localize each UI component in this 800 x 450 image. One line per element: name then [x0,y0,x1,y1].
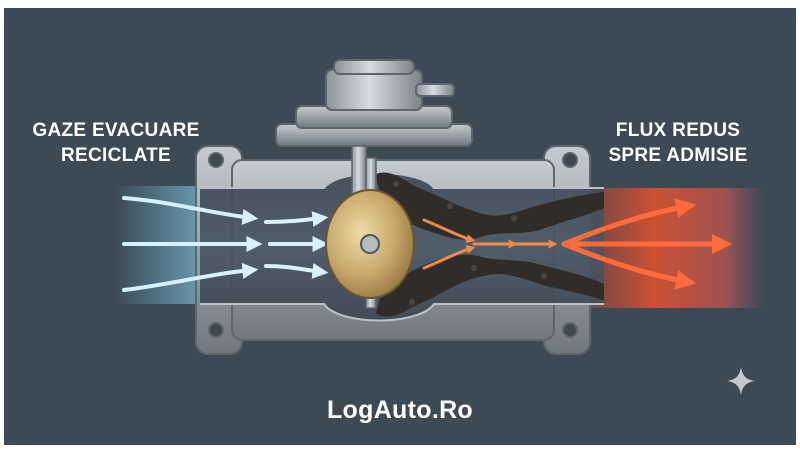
flow-arrow [422,218,476,243]
outlet-label: FLUX REDUS SPRE ADMISIE [578,118,778,168]
flow-arrow [264,262,329,279]
outlet-flow-glow [564,188,764,308]
flow-arrow [122,196,259,225]
flow-arrow [561,241,696,290]
outlet-label-line-1: FLUX REDUS [615,120,741,141]
inlet-label-line-2: RECICLATE [60,145,171,166]
actuator [275,59,473,195]
flow-arrow [561,198,696,247]
throttle-disc [325,157,415,309]
inlet-flow-arrows [122,196,329,292]
restricted-flow-arrows [422,218,558,270]
inlet-label-line-1: GAZE EVACUARE [32,120,200,141]
egr-valve-illustration [114,59,764,355]
outlet-label-line-2: SPRE ADMISIE [608,145,748,166]
sparkle-icon [727,367,755,395]
outlet-flow-arrows [561,198,732,290]
flow-arrow [264,211,329,228]
diagram-canvas: GAZE EVACUARE RECICLATE FLUX REDUS SPRE … [4,8,796,445]
flow-arrow [422,245,476,270]
inlet-label: GAZE EVACUARE RECICLATE [26,118,206,168]
brand-watermark: LogAuto.Ro [326,396,473,424]
flow-arrow [122,262,259,292]
